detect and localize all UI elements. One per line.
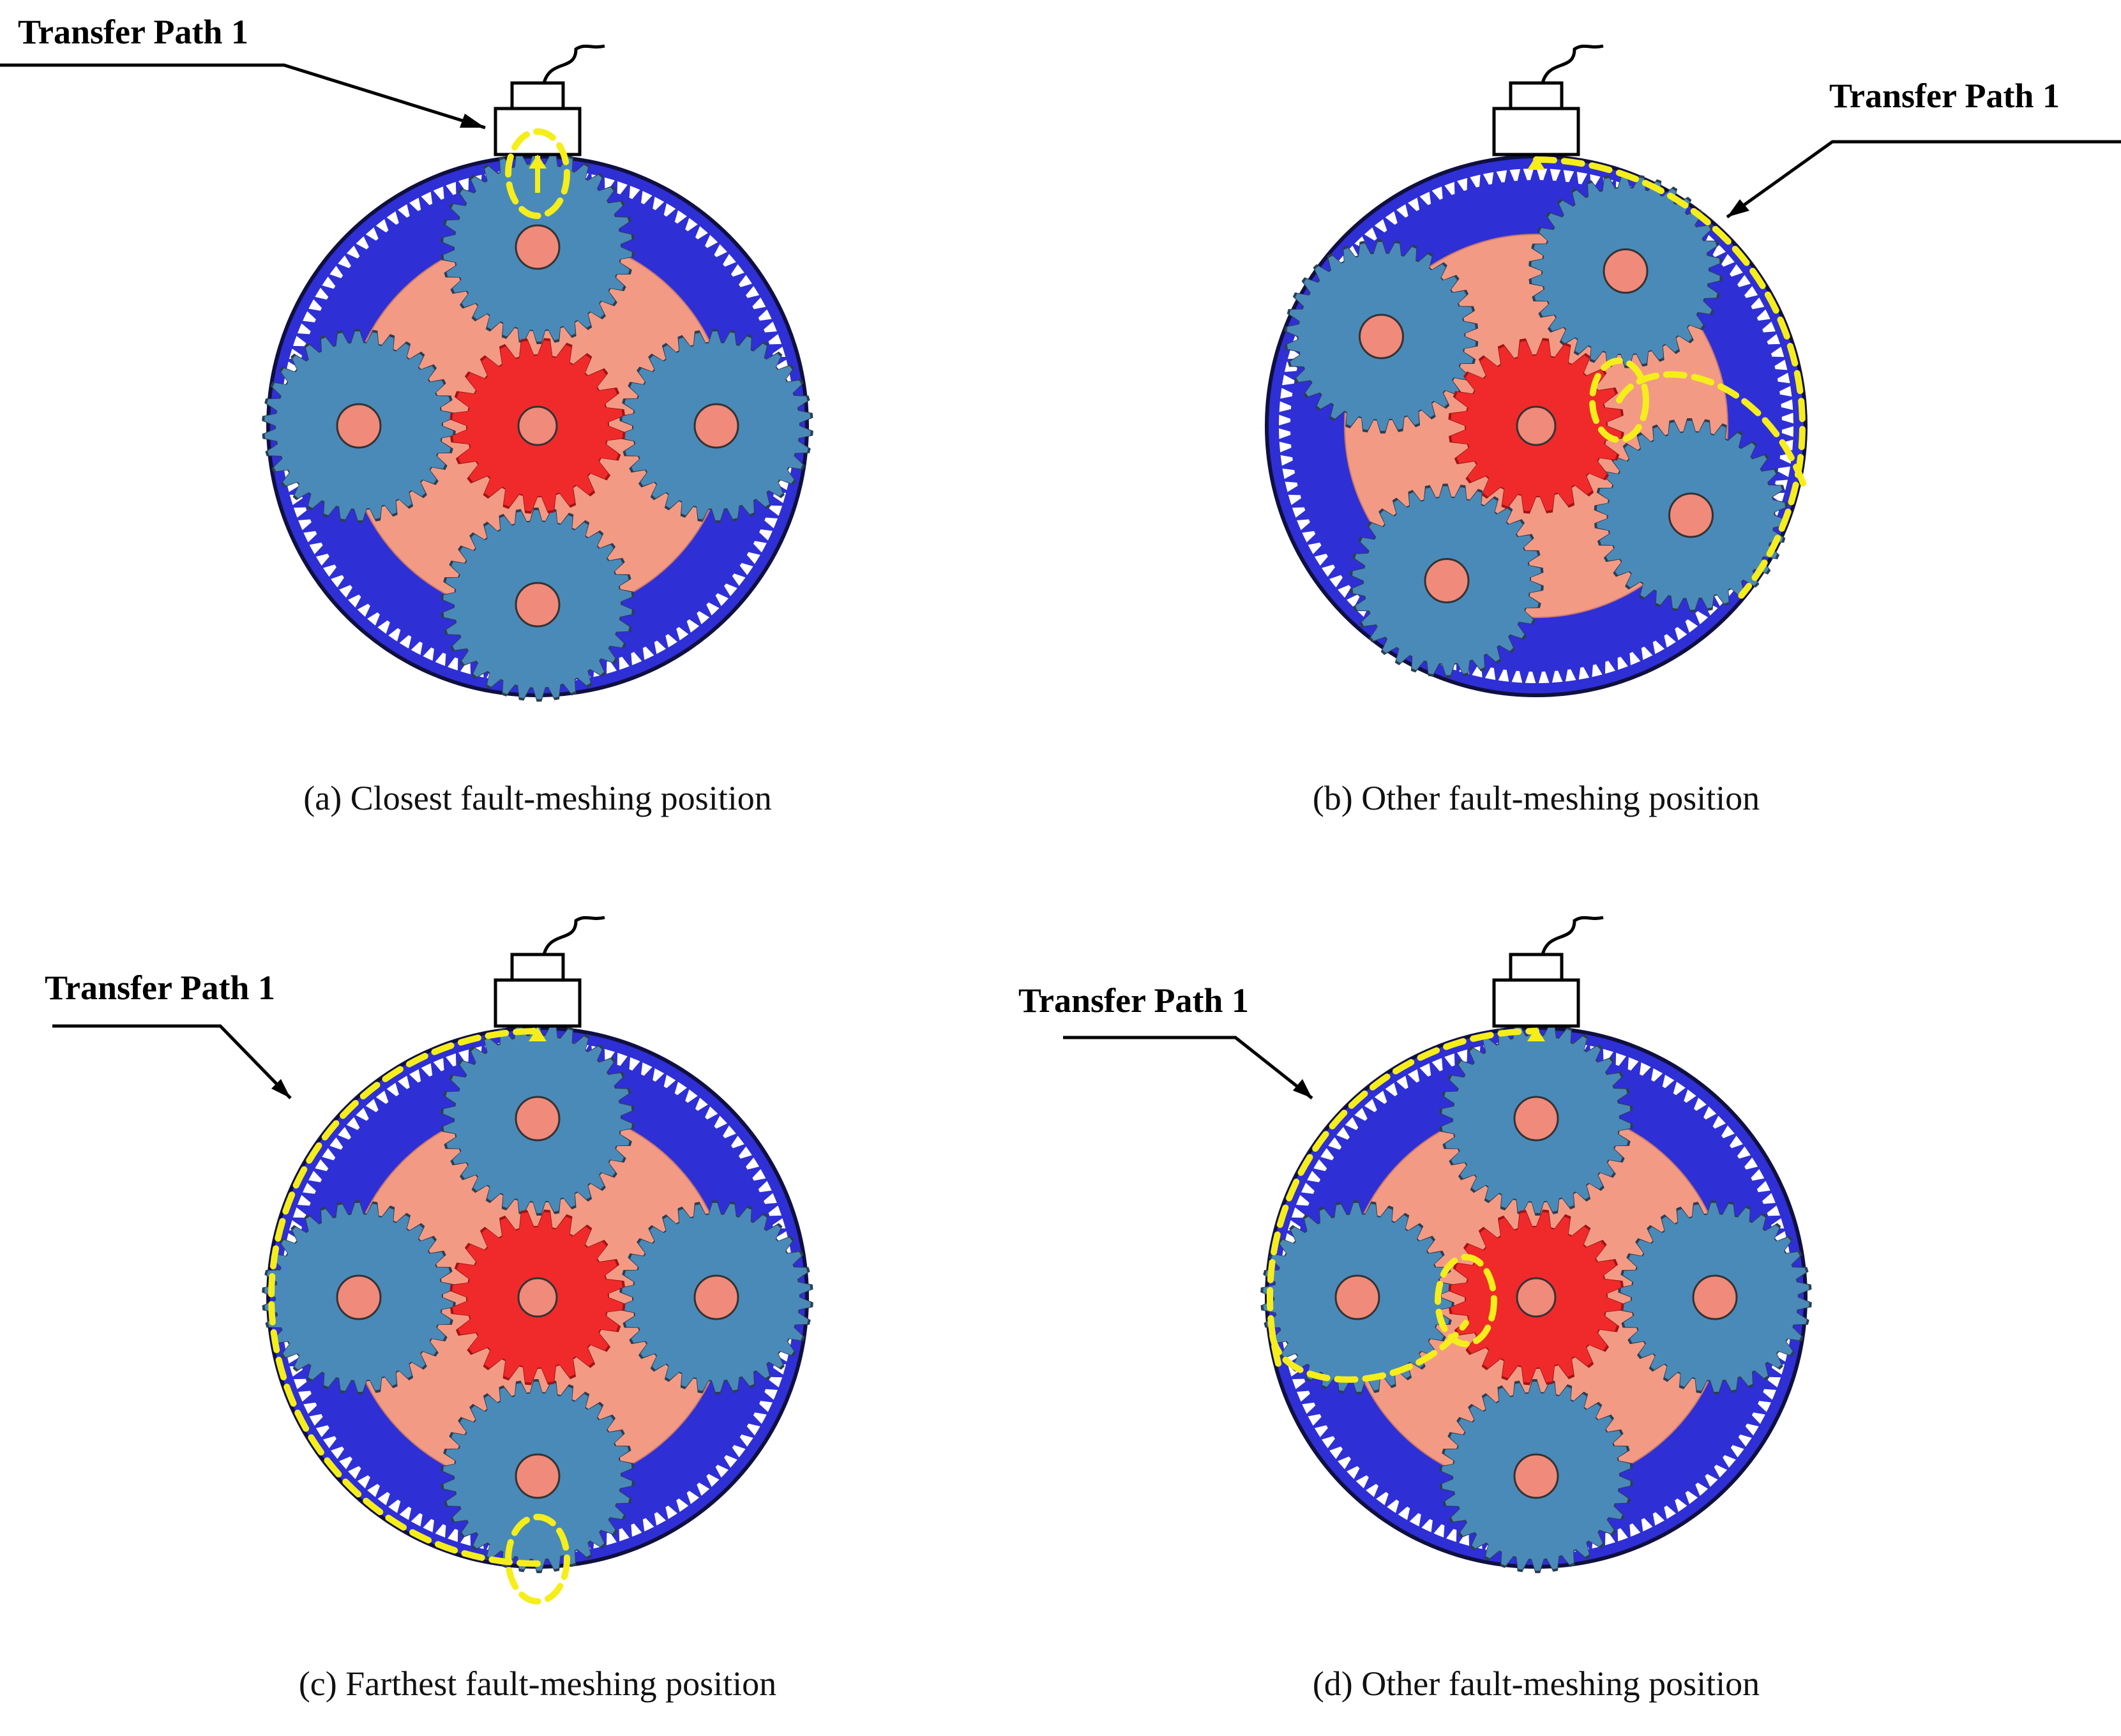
transfer-path-b (1533, 156, 1806, 599)
panel-c (52, 916, 813, 1604)
planet-hub-a-1 (693, 403, 739, 449)
planet-hub-b-0 (1603, 248, 1649, 294)
path-label-b: Transfer Path 1 (1829, 77, 2060, 115)
path-label-d: Transfer Path 1 (1018, 981, 1249, 1020)
leader-line-b (1726, 140, 2121, 219)
sensor-top-d (1509, 953, 1564, 982)
path-arrowhead-c (529, 1027, 547, 1041)
sensor-body-c (494, 978, 582, 1028)
sun-hub-a (517, 405, 558, 446)
planet-path-d (1269, 1320, 1469, 1383)
fault-marker-a (505, 128, 570, 219)
sensor-cable-a (542, 44, 605, 84)
planet-hub-b-3 (1359, 313, 1405, 359)
fault-marker-c (505, 1514, 570, 1604)
planet-hub-d-1 (1692, 1274, 1738, 1320)
leader-arrowhead-d (1293, 1079, 1312, 1098)
leader-arrowhead-b (1727, 199, 1749, 217)
sun-hub-d (1516, 1277, 1557, 1318)
planet-hub-d-0 (1513, 1096, 1559, 1142)
caption-a: (a) Closest fault-meshing position (303, 779, 771, 817)
sensor-top-a (510, 81, 565, 110)
caption-d: (d) Other fault-meshing position (1313, 1664, 1760, 1703)
transfer-path-c (268, 1028, 541, 1567)
planet-hub-c-2 (515, 1453, 561, 1499)
leader-line-a (0, 63, 486, 130)
leader-arrowhead-a (460, 114, 485, 128)
planet-hub-b-2 (1424, 557, 1470, 603)
planet-hub-a-2 (515, 582, 561, 628)
sensor-cable-c (542, 916, 605, 955)
sensor-cable-d (1541, 916, 1604, 955)
caption-c: (c) Farthest fault-meshing position (299, 1664, 776, 1703)
planet-hub-d-2 (1513, 1453, 1559, 1499)
caption-b: (b) Other fault-meshing position (1313, 779, 1760, 817)
panel-b (1265, 44, 2121, 697)
planet-hub-b-1 (1668, 492, 1714, 538)
sun-hub-b (1516, 405, 1557, 446)
sensor-top-b (1509, 81, 1564, 110)
planet-hub-c-1 (693, 1274, 739, 1320)
sun-hub-c (517, 1277, 558, 1318)
panel-d (1063, 916, 1812, 1573)
path-label-a: Transfer Path 1 (18, 13, 248, 51)
planet-path-b (1616, 371, 1808, 490)
leader-line-d (1063, 1036, 1313, 1099)
fault-marker-b (1589, 358, 1649, 443)
path-arrowhead-a (529, 155, 547, 169)
planet-hub-a-0 (515, 224, 561, 270)
leader-line-c (52, 1024, 292, 1099)
planet-hub-a-3 (336, 403, 382, 449)
sensor-body-d (1492, 978, 1580, 1028)
panel-a (0, 44, 813, 702)
path-label-c: Transfer Path 1 (45, 969, 275, 1007)
path-arrowhead-b (1527, 156, 1545, 170)
path-arrowhead-d (1527, 1027, 1545, 1041)
sensor-top-c (510, 953, 565, 982)
leader-arrowhead-c (271, 1079, 291, 1098)
sensor-cable-b (1541, 44, 1604, 84)
transfer-path-d (1267, 1028, 1539, 1367)
planet-hub-c-0 (515, 1096, 561, 1142)
planet-hub-c-3 (336, 1274, 382, 1320)
planet-hub-d-3 (1334, 1274, 1380, 1320)
sensor-body-b (1492, 107, 1580, 156)
fault-marker-d (1435, 1254, 1497, 1347)
